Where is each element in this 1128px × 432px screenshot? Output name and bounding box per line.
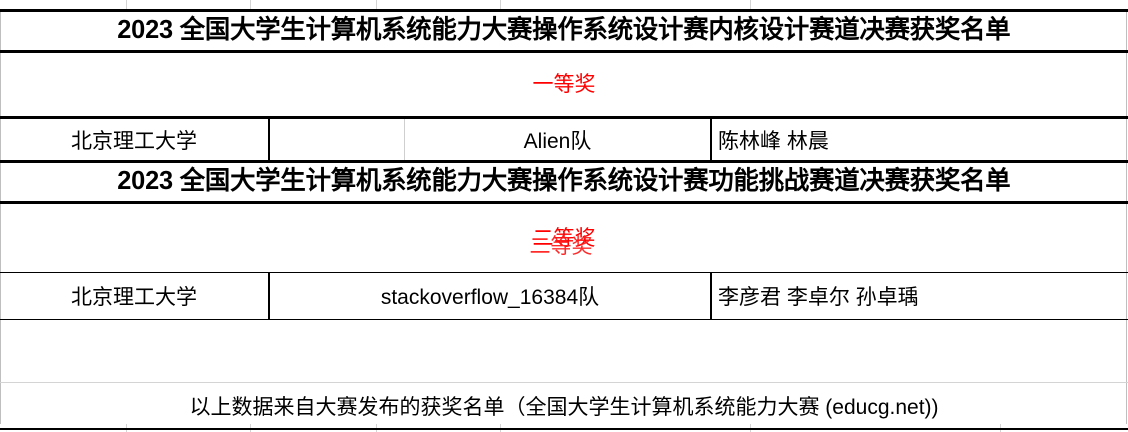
award-level-text-1: 一等奖 [532, 72, 596, 96]
entry-rule-bottom-1 [0, 160, 1128, 163]
cell-school: 北京理工大学 [0, 273, 270, 319]
footer-rule-top [0, 382, 1128, 383]
range-edge-left [0, 10, 1, 424]
footer-rule-bottom [0, 428, 1128, 430]
gridline-vertical [250, 0, 251, 10]
title-rule-bottom-1 [0, 50, 1128, 53]
award-rule-bottom-1 [0, 116, 1128, 119]
award-level-text-2: 二等奖 [530, 228, 596, 257]
section-title-cell-2: 2023 全国大学生计算机系统能力大赛操作系统设计赛功能挑战赛道决赛获奖名单 [0, 163, 1128, 201]
footer-note-text: 以上数据来自大赛发布的获奖名单（全国大学生计算机系统能力大赛 (educg.ne… [189, 395, 939, 419]
award-level-cell-2: 二等奖 [0, 204, 1128, 272]
cell-team-name: Alien队 [405, 119, 712, 160]
section-title-text-1: 2023 全国大学生计算机系统能力大赛操作系统设计赛内核设计赛道决赛获奖名单 [117, 16, 1011, 45]
title-rule-top-1 [0, 9, 1128, 12]
section-title-row-2: 2023 全国大学生计算机系统能力大赛操作系统设计赛功能挑战赛道决赛获奖名单 [0, 163, 1128, 201]
footer-note-row: 以上数据来自大赛发布的获奖名单（全国大学生计算机系统能力大赛 (educg.ne… [0, 383, 1128, 428]
entry-row-1: 北京理工大学 Alien队 陈林峰 林晨 [0, 119, 1128, 160]
section-title-cell-1: 2023 全国大学生计算机系统能力大赛操作系统设计赛内核设计赛道决赛获奖名单 [0, 12, 1128, 50]
cell-team-name: stackoverflow_16384队 [270, 273, 712, 319]
gridline-vertical [750, 0, 751, 10]
award-level-row-1: 一等奖 [0, 53, 1128, 115]
gridline-vertical [376, 0, 377, 10]
table-row: 北京理工大学 stackoverflow_16384队 李彦君 李卓尔 孙卓瑀 [0, 273, 1128, 319]
entry-rule-top-2 [0, 272, 1128, 273]
range-edge-right [1126, 10, 1127, 424]
gridline-vertical [500, 0, 501, 10]
cell-member-names: 陈林峰 林晨 [718, 129, 829, 153]
cell-school: 北京理工大学 [0, 119, 270, 160]
title-rule-bottom-2 [0, 201, 1128, 204]
entry-row-2: 北京理工大学 stackoverflow_16384队 李彦君 李卓尔 孙卓瑀 [0, 273, 1128, 319]
section-title-row-1: 2023 全国大学生计算机系统能力大赛操作系统设计赛内核设计赛道决赛获奖名单 [0, 12, 1128, 50]
entry-rule-bottom-2 [0, 319, 1128, 320]
table-row: 北京理工大学 Alien队 陈林峰 林晨 [0, 119, 1128, 160]
footer-note-cell: 以上数据来自大赛发布的获奖名单（全国大学生计算机系统能力大赛 (educg.ne… [0, 383, 1128, 428]
cell-member-names: 李彦君 李卓尔 孙卓瑀 [718, 286, 919, 309]
spacer-row [0, 320, 1128, 382]
gridline-vertical [126, 0, 127, 10]
section-title-text-2: 2023 全国大学生计算机系统能力大赛操作系统设计赛功能挑战赛道决赛获奖名单 [117, 167, 1011, 196]
award-level-row-2: 二等奖 [0, 204, 1128, 272]
cell-blank [270, 119, 405, 160]
award-level-cell-1: 一等奖 [0, 53, 1128, 115]
